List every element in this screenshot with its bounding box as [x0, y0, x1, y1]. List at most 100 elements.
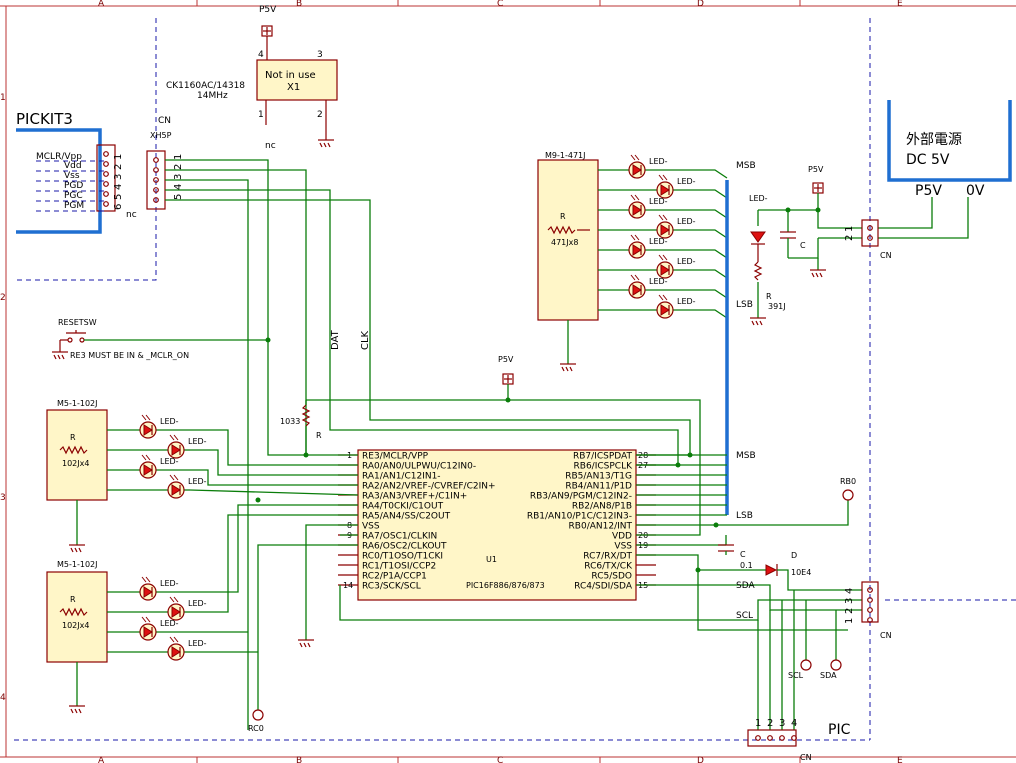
power-indicator: P5V LED- R 391J C 1 2 CN [749, 165, 892, 326]
chip-right-pin: RB1/AN10/P1C/C12IN3- [527, 512, 632, 522]
col-label-e: E [897, 0, 903, 9]
chip-left-pin: RC2/P1A/CCP1 [362, 572, 427, 582]
col-label-d: D [697, 0, 704, 9]
m5a-label: M5-1-102J [57, 399, 97, 408]
led-label: LED- [677, 257, 696, 266]
pickit3-title: PICKIT3 [16, 110, 73, 128]
chip-right-pin: RB0/AN12/INT [569, 522, 633, 532]
chip-right-pin: RB3/AN9/PGM/C12IN2- [530, 492, 632, 502]
cnb-label: CN [800, 753, 812, 762]
m9-label: M9-1-471J [545, 151, 585, 160]
led-label: LED- [649, 237, 668, 246]
d-val: 10E4 [791, 568, 811, 577]
msb-top: MSB [736, 161, 756, 171]
osc-box-line2: X1 [287, 82, 300, 93]
led: LED- [139, 454, 179, 479]
reset-note: RE3 MUST BE IN & _MCLR_ON [70, 351, 189, 360]
cn12-num-1: 1 [844, 226, 855, 232]
led-label: LED- [677, 217, 696, 226]
chip-right-pin: RB5/AN13/T1G [565, 472, 632, 482]
osc-pin-2: 2 [317, 110, 323, 120]
chip-left-pin: RE3/MCLR/VPP [362, 452, 429, 462]
led-label: LED- [160, 619, 179, 628]
d-label: D [791, 551, 797, 560]
cn4-label: CN [880, 631, 892, 640]
clk-label: CLK [360, 330, 371, 350]
chip-left-pin: RC0/T1OSO/T1CKI [362, 552, 443, 562]
pickit-num-4: 4 [113, 184, 124, 190]
chip-left-pin: RA7/OSC1/CLKIN [362, 532, 437, 542]
ext-power-0v: 0V [966, 183, 985, 199]
m9-value: 471Jx8 [551, 238, 578, 247]
cn-xh5p-num-5: 5 [173, 194, 184, 200]
pickit3-connector [96, 144, 116, 212]
cn-xh5p-num-2: 2 [173, 164, 184, 170]
led: LED- [656, 174, 696, 199]
col-label-c-bottom: C [497, 756, 503, 763]
pic-label: PIC [828, 722, 851, 738]
ind-r-val: 391J [768, 302, 786, 311]
chip-right-pin: RC4/SDI/SDA [574, 582, 633, 592]
led: LED- [139, 414, 179, 439]
r1033-label: 1033 [280, 417, 300, 426]
led-label: LED- [677, 297, 696, 306]
chip-right-pin: RB2/AN8/P1B [572, 502, 632, 512]
lsb-top: LSB [736, 300, 753, 310]
pickit-pin-1: MCLR/Vpp [36, 152, 82, 162]
oscillator-block: P5V Not in use X1 4 3 1 2 CK1160AC/14318… [166, 5, 338, 151]
chip-left-pin: RA5/AN4/SS/C2OUT [362, 512, 451, 522]
m9-led-array: M9-1-471J R 471Jx8 [537, 151, 599, 372]
ind-led-label: LED- [749, 194, 768, 203]
ext-power-p5v: P5V [915, 183, 942, 199]
pickit-num-6: 6 [113, 204, 124, 210]
chip-right-pin: RB4/AN11/P1D [565, 482, 632, 492]
cnb-num-1: 1 [755, 718, 761, 729]
row-label-3: 3 [0, 493, 6, 503]
led-label: LED- [188, 639, 207, 648]
c-label: C [740, 550, 746, 559]
col-label-b-bottom: B [296, 756, 302, 763]
led: LED- [628, 234, 668, 259]
chip-right-pin: RC5/SDO [591, 572, 632, 582]
cn-xh5p-num-3: 3 [173, 174, 184, 180]
osc-freq: 14MHz [197, 91, 228, 101]
chip-right-pin: RC6/TX/CK [584, 562, 633, 572]
led: LED- [139, 576, 179, 601]
scl-tp-label: SCL [788, 671, 804, 680]
m5a-resistor-array [46, 409, 108, 501]
row-label-4: 4 [0, 693, 6, 703]
chip-left-pin: RC3/SCK/SCL [362, 582, 421, 592]
led-label: LED- [160, 417, 179, 426]
wiring: DAT CLK P5V 1033 R MSB LSB MSB LSB [165, 159, 892, 762]
chip-left-pin: RC1/T1OSI/CCP2 [362, 562, 436, 572]
m5b-r: R [70, 595, 76, 604]
led-label: LED- [649, 277, 668, 286]
dashed-boundaries [14, 18, 1016, 741]
led: LED- [656, 294, 696, 319]
pickit-num-1: 1 [113, 154, 124, 160]
m9-leds: LED-LED-LED-LED-LED-LED-LED-LED- [598, 154, 728, 319]
m5-leds: LED-LED-LED-LED-LED-LED-LED-LED- [107, 414, 207, 661]
cn-xh5p-num-1: 1 [173, 154, 184, 160]
lsb-bottom: LSB [736, 511, 753, 521]
pic16f886-body [357, 449, 637, 601]
col-label-d-bottom: D [697, 756, 704, 763]
cn4-num-4: 4 [844, 588, 855, 594]
row-label-1: 1 [0, 93, 6, 103]
sda-wire-label: SDA [736, 581, 755, 591]
dat-label: DAT [330, 329, 341, 350]
chip-right-pin: VDD [612, 532, 632, 542]
led: LED- [656, 254, 696, 279]
led: LED- [628, 194, 668, 219]
pickit3-block: PICKIT3 MCLR/Vpp Vdd Vss PGD PGC PGM 1 2… [16, 110, 137, 234]
col-label-c: C [497, 0, 503, 9]
led: LED- [628, 154, 668, 179]
osc-pin-4: 4 [258, 50, 264, 60]
ext-power-line1: 外部電源 [906, 132, 962, 148]
pickit-pin-3: Vss [64, 171, 80, 181]
osc-p5v-label: P5V [259, 5, 277, 15]
chip-right-pin: RB7/ICSPDAT [573, 452, 632, 462]
chip-right-pin: VSS [614, 542, 632, 552]
